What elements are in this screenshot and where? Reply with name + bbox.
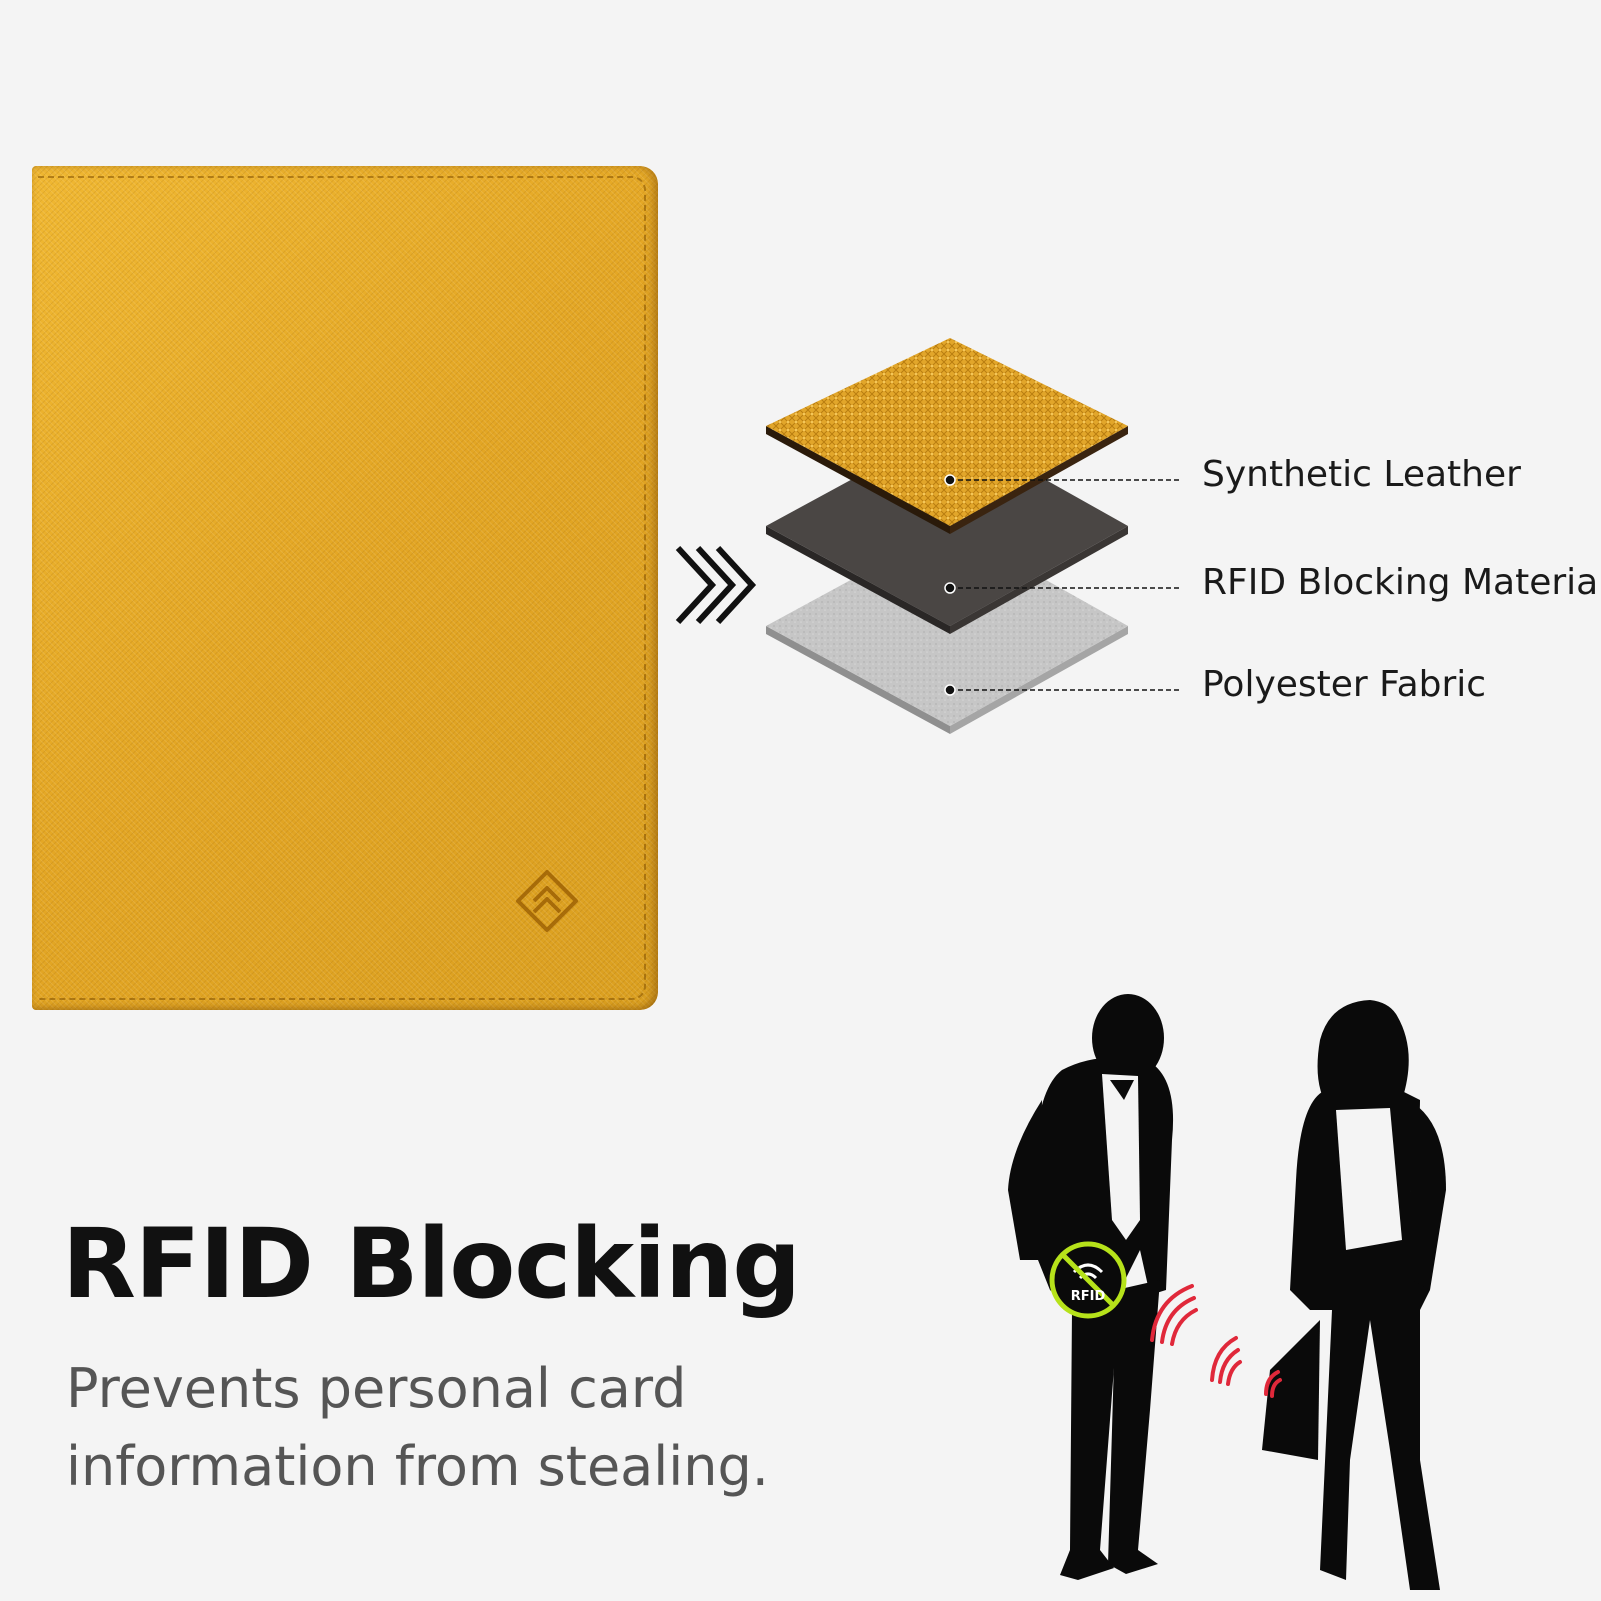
headline: RFID Blocking: [62, 1208, 801, 1320]
passport-cover: [32, 166, 658, 1010]
wireless-signal-icon: [1150, 1284, 1282, 1398]
people-silhouette-illustration: RFID: [1008, 994, 1446, 1590]
rfid-blocked-icon: RFID: [1049, 1241, 1127, 1319]
label-polyester-fabric: Polyester Fabric: [1202, 664, 1487, 705]
material-layers-diagram: [766, 338, 1180, 734]
woman-top: [1336, 1108, 1402, 1250]
subtext: Prevents personal card information from …: [66, 1357, 769, 1498]
passport-stitching: [38, 176, 646, 1000]
label-rfid-blocking-material: RFID Blocking Material: [1202, 562, 1601, 603]
man-shirt: [1102, 1074, 1140, 1240]
triple-chevron-right-icon: [675, 545, 757, 625]
leader-lines: [950, 479, 1180, 691]
label-synthetic-leather: Synthetic Leather: [1202, 454, 1521, 495]
woman-silhouette: [1262, 1000, 1446, 1590]
rfid-badge-text: RFID: [1071, 1289, 1106, 1304]
brand-logo-icon: [516, 870, 578, 932]
leader-dots: [944, 474, 956, 696]
